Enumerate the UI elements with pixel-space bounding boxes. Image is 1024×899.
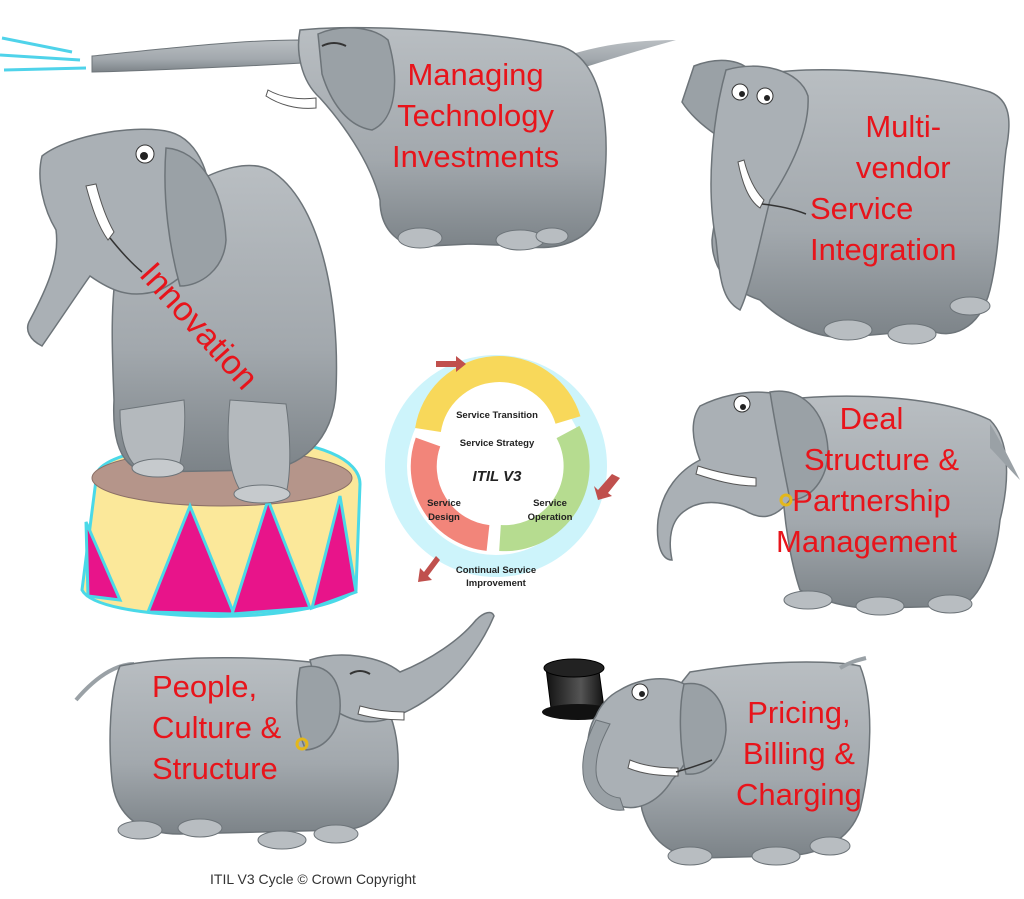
label-line: Charging: [736, 774, 862, 815]
label-line: vendor: [810, 147, 957, 188]
label-deal-structure: Deal Structure & Partnership Management: [774, 398, 959, 562]
water-spray-icon: [0, 38, 86, 70]
label-line: Management: [774, 521, 959, 562]
itil-cycle-diagram: [396, 356, 620, 582]
label-multivendor: Multi- vendor Service Integration: [810, 106, 957, 270]
label-line: Technology: [392, 95, 559, 136]
label-line: People,: [152, 666, 281, 707]
label-line: Managing: [392, 54, 559, 95]
label-line: Deal: [774, 398, 959, 439]
label-line: Structure: [152, 748, 281, 789]
label-line: Billing &: [736, 733, 862, 774]
label-line: Multi-: [810, 106, 957, 147]
label-line: Culture &: [152, 707, 281, 748]
label-line: Partnership: [774, 480, 959, 521]
copyright-credit: ITIL V3 Cycle © Crown Copyright: [210, 871, 416, 887]
label-pricing-billing: Pricing, Billing & Charging: [736, 692, 862, 815]
label-line: Investments: [392, 136, 559, 177]
label-line: Pricing,: [736, 692, 862, 733]
label-line: Integration: [810, 229, 957, 270]
label-managing-technology: Managing Technology Investments: [392, 54, 559, 177]
label-people-culture: People, Culture & Structure: [152, 666, 281, 789]
elephant-icon: [76, 613, 494, 849]
label-line: Service: [810, 188, 957, 229]
label-line: Structure &: [774, 439, 959, 480]
